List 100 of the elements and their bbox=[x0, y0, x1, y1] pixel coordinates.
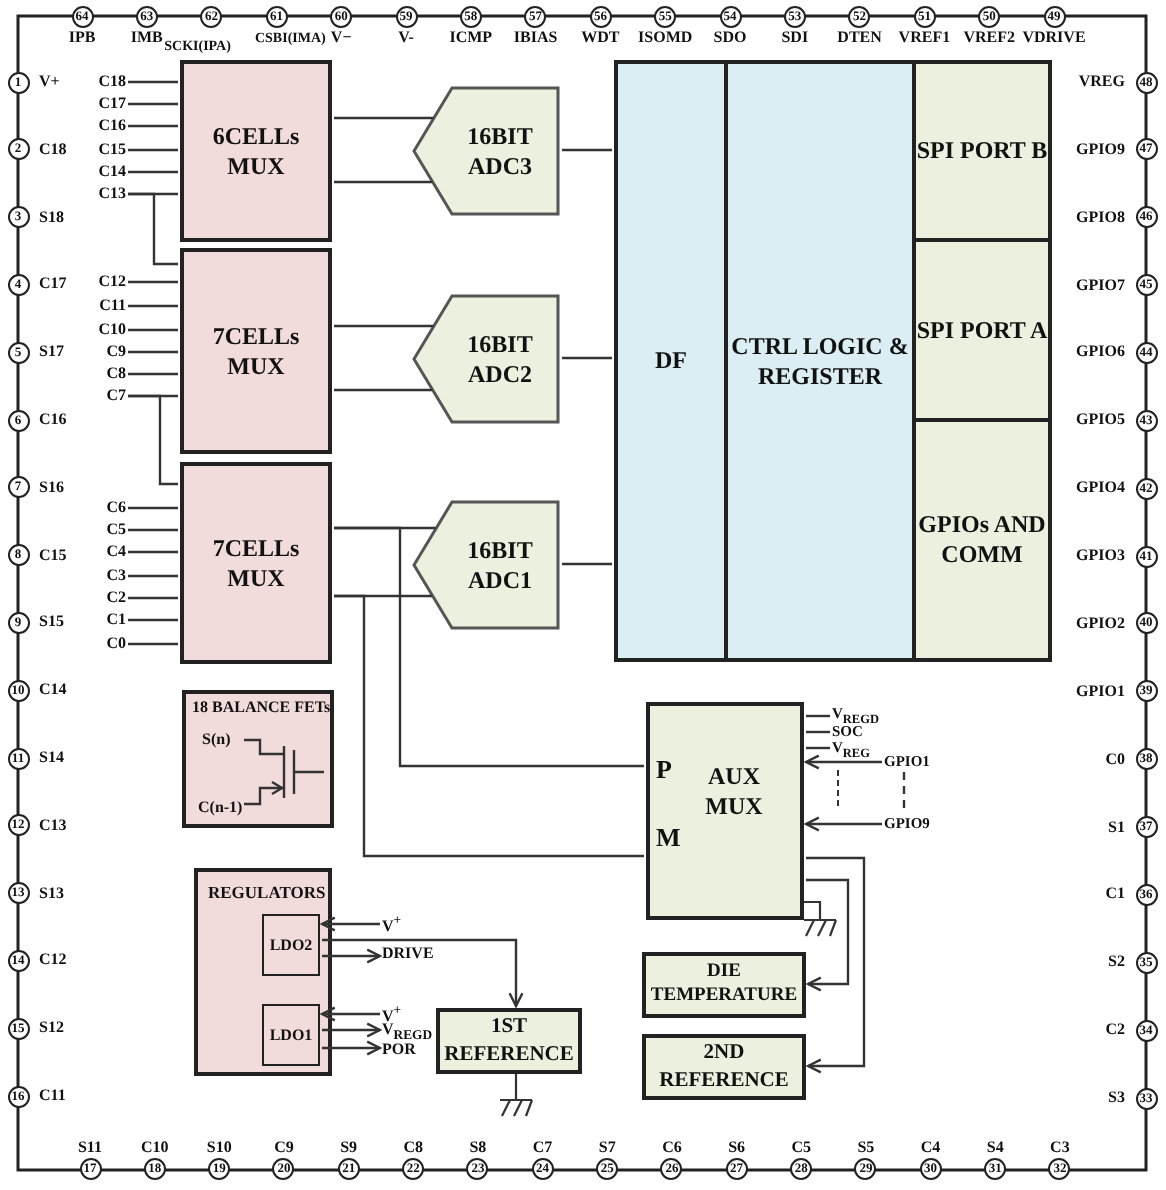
pin-label: ICMP bbox=[449, 27, 493, 47]
block-label: DIE TEMPERATURE bbox=[648, 961, 800, 1009]
connector-line bbox=[562, 562, 612, 566]
pin-label: C6 bbox=[662, 1137, 682, 1157]
port-label: M bbox=[656, 822, 681, 855]
connector-line bbox=[128, 574, 178, 578]
signal-label: V$^{+}$ bbox=[382, 912, 402, 936]
signal-label: POR bbox=[382, 1040, 416, 1058]
connector-line bbox=[334, 388, 433, 392]
connector-line bbox=[128, 192, 178, 266]
pin-label: S15 bbox=[39, 612, 64, 633]
pin-label: GPIO2 bbox=[1076, 613, 1125, 634]
pin-label: V+ bbox=[39, 72, 60, 92]
pin-label: C0 bbox=[1105, 749, 1125, 770]
pin-label: C8 bbox=[403, 1137, 424, 1157]
pin-label: C16 bbox=[39, 410, 67, 430]
signal-label: C6 bbox=[106, 498, 126, 516]
pin-label: IPB bbox=[68, 27, 96, 47]
pin-label: C13 bbox=[39, 815, 67, 836]
pin-label: C1 bbox=[1105, 884, 1125, 905]
terminal-label: S(n) bbox=[202, 730, 231, 750]
pin-label: GPIO3 bbox=[1076, 546, 1125, 567]
signal-label: C1 bbox=[106, 610, 126, 628]
pin-label: C7 bbox=[532, 1137, 553, 1157]
signal-label: C7 bbox=[106, 386, 126, 404]
arrow bbox=[806, 856, 866, 1074]
pin-label: VREG bbox=[1078, 72, 1125, 92]
connector-line bbox=[902, 772, 906, 812]
pin-label: C9 bbox=[274, 1137, 294, 1157]
block-label: SPI PORT A bbox=[916, 315, 1048, 345]
block-title: REGULATORS bbox=[208, 882, 326, 904]
arrow bbox=[320, 1006, 380, 1022]
pin-label: VREF1 bbox=[898, 27, 951, 47]
terminal-label: C(n-1) bbox=[198, 798, 243, 818]
mux-block bbox=[180, 60, 332, 242]
connector-line bbox=[128, 350, 178, 354]
block-label: DF bbox=[655, 346, 687, 376]
signal-label: C17 bbox=[98, 94, 126, 112]
arrow bbox=[804, 754, 882, 770]
connector-line bbox=[128, 618, 178, 622]
block-label: 7CELLs MUX bbox=[210, 533, 302, 593]
signal-label: C18 bbox=[98, 72, 126, 90]
pin-label: WDT bbox=[581, 27, 620, 47]
pin-label: GPIO4 bbox=[1076, 478, 1125, 499]
connector-line bbox=[334, 324, 434, 328]
pin-label: S10 bbox=[206, 1137, 232, 1157]
pin-label: C12 bbox=[39, 950, 67, 971]
arrow bbox=[322, 1022, 382, 1038]
mux-block bbox=[180, 248, 332, 454]
pin-label: C18 bbox=[39, 139, 67, 160]
connector-line bbox=[334, 180, 433, 184]
pin-label: SDI bbox=[781, 27, 809, 47]
connector-line bbox=[128, 596, 178, 600]
connector-line bbox=[562, 148, 612, 152]
signal-label: C10 bbox=[98, 320, 126, 338]
fet-block bbox=[182, 690, 334, 828]
pin-label: C5 bbox=[791, 1137, 812, 1157]
pin-label: IMB bbox=[130, 27, 163, 47]
arrow bbox=[806, 878, 850, 992]
arrow bbox=[322, 1040, 382, 1056]
pin-label: V− bbox=[330, 27, 352, 47]
pin-label: S3 bbox=[1108, 1088, 1125, 1109]
block-title: 18 BALANCE FETs bbox=[192, 698, 331, 718]
connector-line bbox=[128, 304, 178, 308]
pin-label: ISOMD bbox=[638, 27, 693, 47]
pin-label: C4 bbox=[920, 1137, 941, 1157]
signal-label: C2 bbox=[106, 588, 126, 606]
block-label: LDO1 bbox=[269, 1025, 313, 1045]
pin-label: GPIO9 bbox=[1076, 139, 1125, 160]
block-label: 6CELLs MUX bbox=[210, 121, 302, 181]
connector-line bbox=[806, 746, 830, 750]
pin-label: DTEN bbox=[837, 27, 882, 47]
signal-label: C8 bbox=[106, 364, 126, 382]
pin-label: C2 bbox=[1105, 1020, 1125, 1041]
block-label: 7CELLs MUX bbox=[210, 321, 302, 381]
connector-line bbox=[128, 550, 178, 554]
pin-label: GPIO7 bbox=[1076, 275, 1125, 296]
sensor-block bbox=[642, 952, 806, 1018]
pin-label: S13 bbox=[39, 883, 64, 904]
pin-label: IBIAS bbox=[513, 27, 558, 47]
arrow bbox=[320, 916, 380, 932]
pin-label: V- bbox=[398, 27, 414, 47]
ldo-block bbox=[262, 1004, 320, 1066]
connector-line bbox=[128, 506, 178, 510]
pin-label: S6 bbox=[728, 1137, 746, 1157]
signal-label: C15 bbox=[98, 140, 126, 158]
ldo-block bbox=[262, 914, 320, 976]
signal-label: C5 bbox=[106, 520, 126, 538]
logic-block bbox=[724, 60, 916, 662]
pin-label: S17 bbox=[39, 342, 64, 363]
signal-label: DRIVE bbox=[382, 944, 434, 962]
connector-line bbox=[128, 148, 178, 152]
connector-line bbox=[128, 642, 178, 646]
connector-line bbox=[128, 80, 178, 84]
pin-label: C17 bbox=[39, 274, 67, 295]
pin-label: S14 bbox=[39, 748, 64, 768]
connector-line bbox=[128, 280, 178, 284]
connector-line bbox=[334, 594, 644, 858]
block-label: SPI PORT B bbox=[916, 136, 1048, 166]
mux-block bbox=[646, 702, 804, 920]
